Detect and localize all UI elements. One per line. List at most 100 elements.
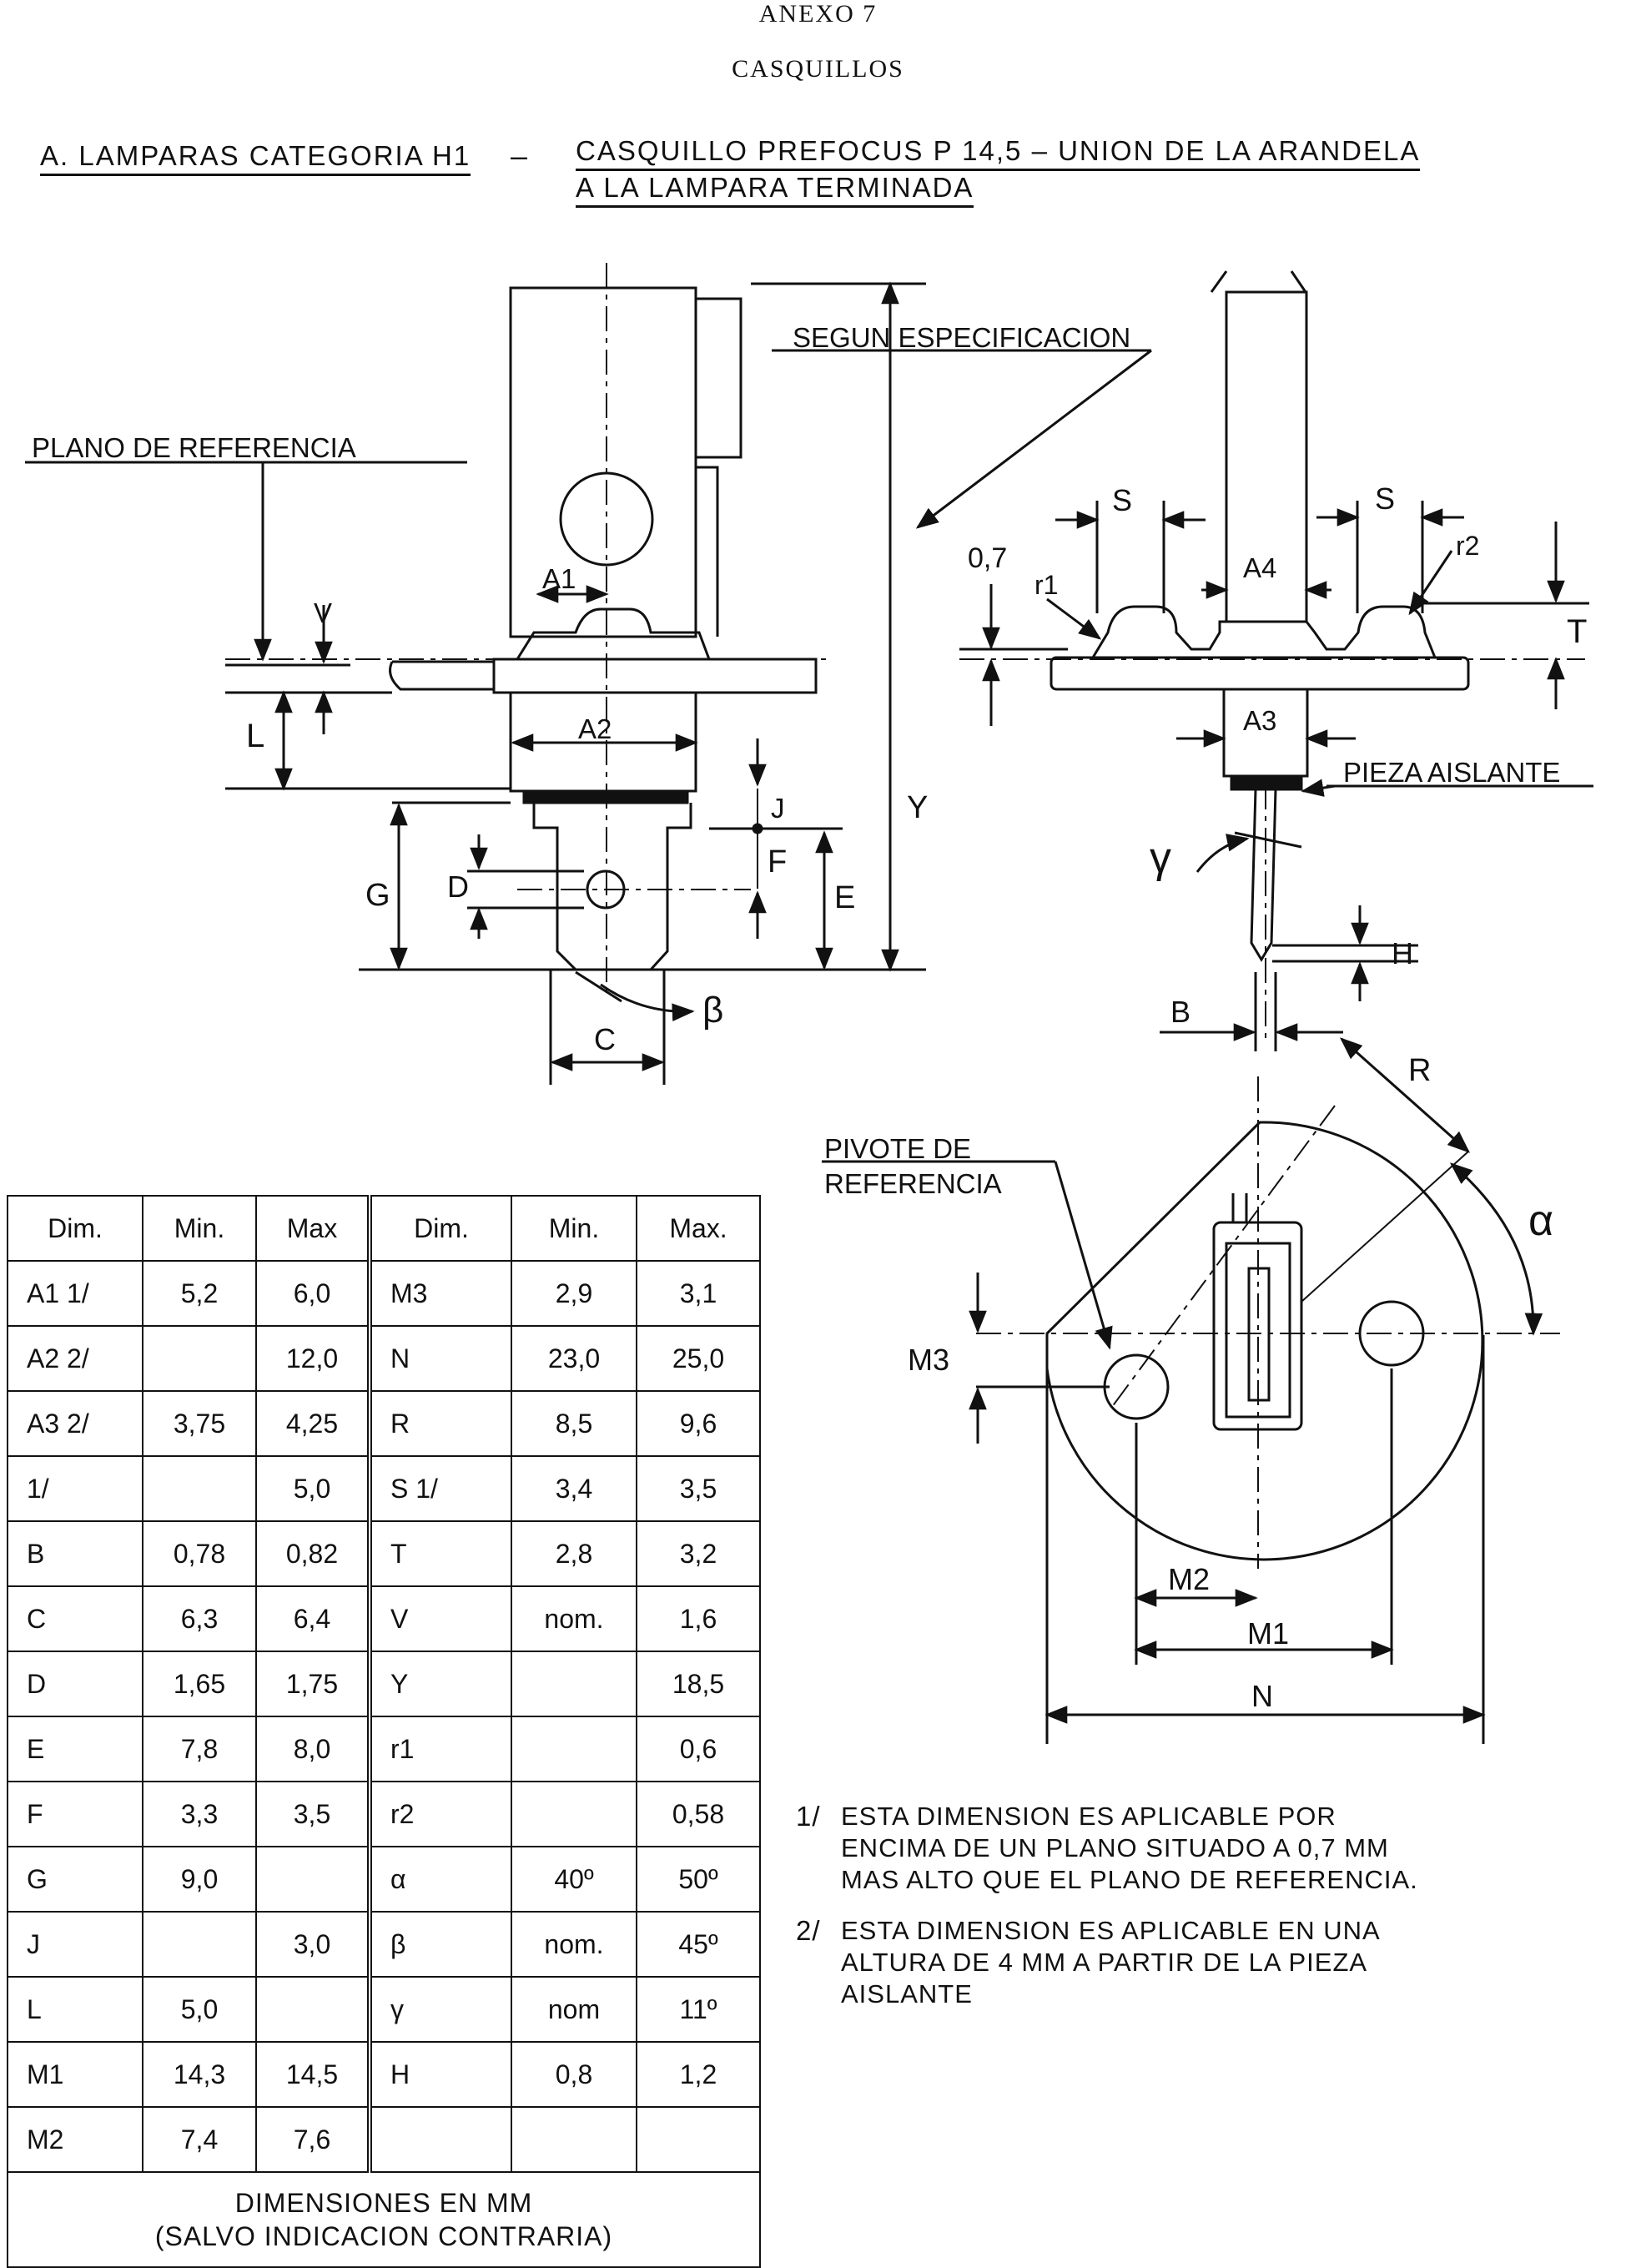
- table-cell: 0,58: [636, 1781, 761, 1847]
- table-cell: 3,5: [636, 1455, 761, 1522]
- table-cell: 7,6: [255, 2106, 372, 2173]
- table-cell: 40º: [511, 1846, 637, 1913]
- dim-0-7: 0,7: [968, 542, 1007, 574]
- cap-title-line-1: CASQUILLO PREFOCUS P 14,5 – UNION DE LA …: [576, 135, 1421, 171]
- footnote-1-number: 1/: [796, 1801, 821, 1832]
- segun-label: SEGUN ESPECIFICACION: [793, 322, 1130, 353]
- footer-line-2: (SALVO INDICACION CONTRARIA): [154, 2221, 613, 2251]
- table-cell: M1: [7, 2041, 143, 2108]
- table-cell: N: [369, 1325, 512, 1392]
- footnote-2-line-1: ESTA DIMENSION ES APLICABLE EN UNA: [841, 1916, 1381, 1945]
- table-cell: r1: [369, 1716, 512, 1782]
- table-cell: 8,0: [255, 1716, 372, 1782]
- table-cell: 2,9: [511, 1260, 637, 1327]
- table-cell: 5,2: [142, 1260, 257, 1327]
- table-cell: Y: [369, 1651, 512, 1717]
- table-cell: 1,65: [142, 1651, 257, 1717]
- table-cell: 9,6: [636, 1390, 761, 1457]
- table-cell: [511, 1651, 637, 1717]
- dim-m3: M3: [908, 1343, 949, 1377]
- annex-heading: ANEXO 7: [758, 0, 878, 28]
- dim-d: D: [447, 869, 469, 904]
- table-cell: 50º: [636, 1846, 761, 1913]
- table-header-row: Dim. Min. Max Dim. Min. Max.: [7, 1195, 761, 1262]
- header-dim-2: Dim.: [369, 1195, 512, 1262]
- table-cell: 3,75: [142, 1390, 257, 1457]
- table-cell: 0,82: [255, 1520, 372, 1587]
- dim-s-left: S: [1112, 483, 1132, 517]
- dim-m1: M1: [1247, 1616, 1289, 1651]
- dim-b: B: [1170, 995, 1191, 1029]
- tip-fork: [1210, 270, 1307, 293]
- table-cell: 5,0: [255, 1455, 372, 1522]
- pin-front: [1250, 789, 1277, 962]
- table-cell: [511, 2106, 637, 2173]
- pin-stem: [532, 803, 692, 971]
- table-cell: [511, 1781, 637, 1847]
- table-cell: nom: [511, 1976, 637, 2043]
- category-title: A. LAMPARAS CATEGORIA H1: [40, 140, 471, 176]
- table-cell: 3,0: [255, 1911, 372, 1978]
- table-cell: 14,3: [142, 2041, 257, 2108]
- footnote-1-line-2: ENCIMA DE UN PLANO SITUADO A 0,7 MM: [841, 1833, 1389, 1862]
- table-cell: 23,0: [511, 1325, 637, 1392]
- table-cell: 3,5: [255, 1781, 372, 1847]
- table-cell: nom.: [511, 1585, 637, 1652]
- washer-bumps: [1091, 605, 1437, 658]
- table-cell: 6,3: [142, 1585, 257, 1652]
- reference-pivot-hole: [1103, 1353, 1170, 1420]
- header-min: Min.: [142, 1195, 257, 1262]
- dim-v: V: [314, 597, 332, 628]
- table-cell: C: [7, 1585, 143, 1652]
- flange-bump: [516, 607, 711, 660]
- table-cell: [142, 1455, 257, 1522]
- table-cell: 1,2: [636, 2041, 761, 2108]
- dim-a3: A3: [1243, 705, 1276, 736]
- table-cell: [142, 1325, 257, 1392]
- table-cell: r2: [369, 1781, 512, 1847]
- dim-g: G: [365, 878, 390, 913]
- table-footer: DIMENSIONES EN MM (SALVO INDICACION CONT…: [7, 2171, 761, 2268]
- table-cell: 7,4: [142, 2106, 257, 2173]
- table-cell: 6,0: [255, 1260, 372, 1327]
- table-cell: E: [7, 1716, 143, 1782]
- table-cell: 25,0: [636, 1325, 761, 1392]
- dim-s-right: S: [1375, 481, 1395, 516]
- dim-r2: r2: [1456, 531, 1479, 561]
- table-cell: 9,0: [142, 1846, 257, 1913]
- table-cell: 11º: [636, 1976, 761, 2043]
- footnote-2: 2/ ESTA DIMENSION ES APLICABLE EN UNA AL…: [796, 1915, 1592, 2010]
- table-cell: 3,1: [636, 1260, 761, 1327]
- table-cell: 6,4: [255, 1585, 372, 1652]
- table-cell: 3,4: [511, 1455, 637, 1522]
- table-cell: 8,5: [511, 1390, 637, 1457]
- table-cell: V: [369, 1585, 512, 1652]
- footnote-2-number: 2/: [796, 1915, 821, 1946]
- table-footer-row: DIMENSIONES EN MM (SALVO INDICACION CONT…: [7, 2171, 761, 2268]
- table-cell: 2,8: [511, 1520, 637, 1587]
- table-cell: 12,0: [255, 1325, 372, 1392]
- table-cell: γ: [369, 1976, 512, 2043]
- table-cell: M3: [369, 1260, 512, 1327]
- table-cell: 1,75: [255, 1651, 372, 1717]
- table-cell: B: [7, 1520, 143, 1587]
- dim-j: J: [771, 793, 785, 824]
- footnote-2-line-3: AISLANTE: [841, 1979, 973, 2008]
- table-cell: A1 1/: [7, 1260, 143, 1327]
- dim-t: T: [1567, 613, 1587, 650]
- table-cell: A2 2/: [7, 1325, 143, 1392]
- footnote-1-line-1: ESTA DIMENSION ES APLICABLE POR: [841, 1802, 1336, 1831]
- table-cell: 4,25: [255, 1390, 372, 1457]
